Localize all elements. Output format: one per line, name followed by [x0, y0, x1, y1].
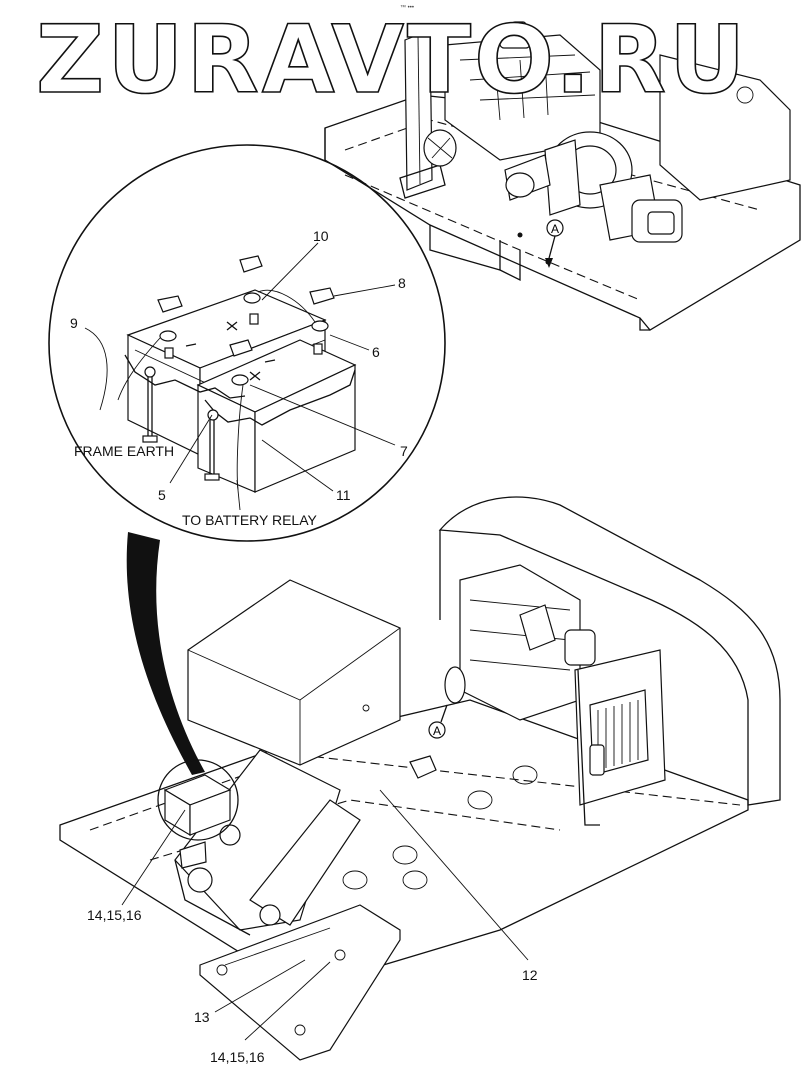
callout-14-15-16-lower: 14,15,16	[210, 1049, 265, 1065]
top-mark: ™ •••	[400, 4, 414, 11]
battery-detail-view: 10 8 9 6 7 5 11 FRAME EARTH TO BATTERY R…	[48, 144, 446, 542]
view-marker-a-top: A	[551, 222, 559, 236]
watermark: ZURAVTO.RU	[36, 6, 748, 115]
callout-14-15-16-upper: 14,15,16	[87, 907, 142, 923]
callout-11: 11	[336, 487, 351, 503]
battery-location	[157, 759, 239, 869]
callout-7: 7	[400, 443, 408, 459]
to-battery-relay-label: TO BATTERY RELAY	[182, 512, 318, 528]
detail-pointer	[126, 532, 205, 775]
callout-8: 8	[398, 275, 406, 291]
upper-structure-assembly: A 14,15,16 12 13 14,15,16	[59, 496, 781, 1065]
terminal-cap	[157, 255, 335, 357]
frame-earth-label: FRAME EARTH	[74, 443, 174, 459]
view-marker-a-bottom: A	[433, 724, 441, 738]
callout-13: 13	[194, 1009, 210, 1025]
battery-terminal	[159, 292, 329, 386]
callout-5: 5	[158, 487, 166, 503]
callout-9: 9	[70, 315, 78, 331]
engine-assembly-top: A	[324, 21, 801, 331]
callout-10: 10	[313, 228, 329, 244]
callout-12: 12	[522, 967, 538, 983]
callout-6: 6	[372, 344, 380, 360]
